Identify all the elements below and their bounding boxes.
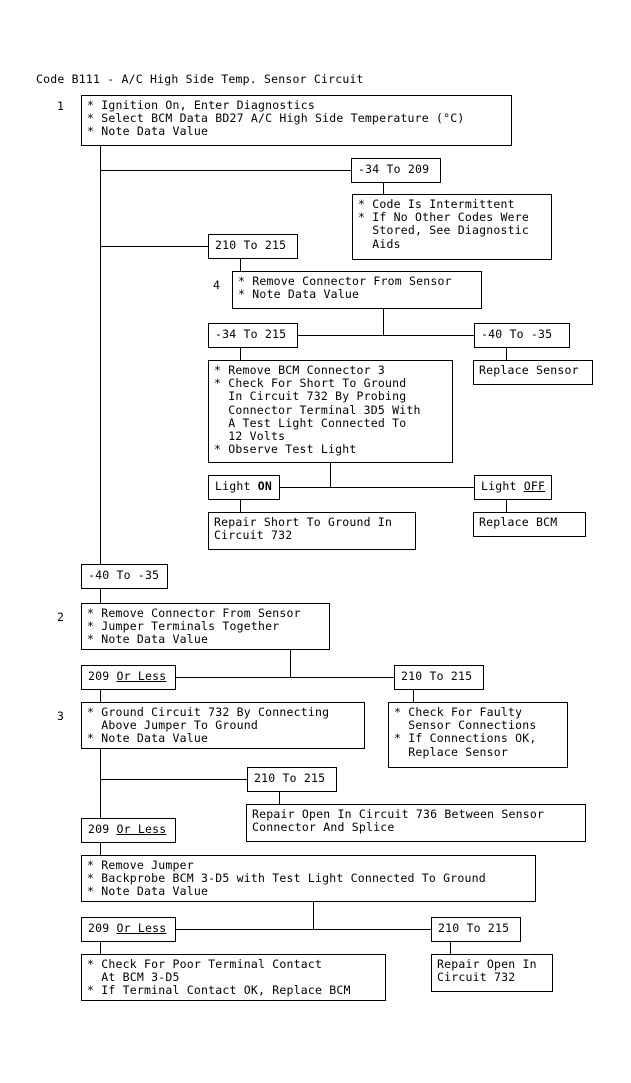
box-repair-short-732: Repair Short To Ground In Circuit 732 bbox=[208, 512, 416, 550]
light-on-emphasis: ON bbox=[257, 479, 272, 493]
box-replace-sensor: Replace Sensor bbox=[473, 360, 593, 385]
connector-final-split bbox=[100, 929, 431, 930]
box-replace-bcm: Replace BCM bbox=[473, 512, 586, 537]
light-on-prefix: Light bbox=[215, 479, 258, 493]
connector-210-215-c-down bbox=[279, 792, 280, 804]
connector-light-on-down bbox=[240, 500, 241, 512]
connector-step2-down bbox=[290, 650, 291, 677]
box-faulty-sensor-connections: * Check For Faulty Sensor Connections * … bbox=[388, 702, 568, 768]
box-repair-open-736: Repair Open In Circuit 736 Between Senso… bbox=[246, 804, 586, 842]
connector-m40-m35-a-down bbox=[506, 348, 507, 360]
range-209-c-emphasis: Or Less bbox=[116, 921, 167, 935]
connector-step3-right bbox=[100, 779, 247, 780]
box-code-intermittent: * Code Is Intermittent * If No Other Cod… bbox=[352, 194, 552, 260]
range-minus34-to-215: -34 To 215 bbox=[208, 323, 298, 348]
page-title: Code B111 - A/C High Side Temp. Sensor C… bbox=[36, 72, 364, 86]
connector-209-b-down bbox=[100, 843, 101, 855]
connector-light-off-down bbox=[506, 500, 507, 512]
connector-to-range-210-215-a bbox=[100, 246, 208, 247]
range-209-c-prefix: 209 bbox=[88, 921, 117, 935]
step-3-instructions: * Ground Circuit 732 By Connecting Above… bbox=[81, 702, 365, 749]
connector-210-215-a-down bbox=[240, 259, 241, 271]
range-209-b-prefix: 209 bbox=[88, 822, 117, 836]
step-number-2: 2 bbox=[57, 610, 64, 624]
light-off-emphasis: OFF bbox=[523, 479, 546, 493]
range-minus40-to-minus35-a: -40 To -35 bbox=[474, 323, 570, 348]
range-light-on: Light ON bbox=[208, 475, 280, 500]
box-repair-open-732: Repair Open In Circuit 732 bbox=[431, 954, 553, 992]
connector-210-215-b-down bbox=[413, 690, 414, 702]
range-210-to-215-c: 210 To 215 bbox=[247, 767, 337, 792]
range-minus40-to-minus35-b: -40 To -35 bbox=[81, 564, 168, 589]
connector-m34-215-down bbox=[240, 348, 241, 360]
box-bcm-short-check: * Remove BCM Connector 3 * Check For Sho… bbox=[208, 360, 453, 463]
connector-to-range-m34-209 bbox=[100, 170, 351, 171]
step-number-1: 1 bbox=[57, 99, 64, 113]
step-number-4: 4 bbox=[213, 278, 220, 292]
range-210-to-215-d: 210 To 215 bbox=[431, 917, 521, 942]
connector-m40-m35-b-down bbox=[100, 589, 101, 603]
step-number-3: 3 bbox=[57, 709, 64, 723]
spine-main bbox=[100, 146, 101, 565]
connector-step2-split bbox=[100, 677, 394, 678]
range-209-or-less-c: 209 Or Less bbox=[81, 917, 176, 942]
step-2-instructions: * Remove Connector From Sensor * Jumper … bbox=[81, 603, 330, 650]
range-209-a-prefix: 209 bbox=[88, 669, 117, 683]
box-poor-terminal-contact: * Check For Poor Terminal Contact At BCM… bbox=[81, 954, 386, 1001]
connector-step4-split bbox=[240, 335, 534, 336]
step-1-instructions: * Ignition On, Enter Diagnostics * Selec… bbox=[81, 95, 512, 146]
range-209-or-less-a: 209 Or Less bbox=[81, 665, 176, 690]
range-209-a-emphasis: Or Less bbox=[116, 669, 167, 683]
light-off-prefix: Light bbox=[481, 479, 524, 493]
connector-209-c-down bbox=[100, 942, 101, 954]
range-210-to-215-a: 210 To 215 bbox=[208, 234, 298, 259]
connector-bcmcheck-down bbox=[330, 463, 331, 487]
range-minus34-to-209: -34 To 209 bbox=[351, 158, 441, 183]
connector-light-split bbox=[240, 487, 506, 488]
range-209-b-emphasis: Or Less bbox=[116, 822, 167, 836]
connector-backprobe-down bbox=[313, 902, 314, 929]
connector-step4-down bbox=[383, 309, 384, 335]
range-210-to-215-b: 210 To 215 bbox=[394, 665, 484, 690]
connector-209-a-down bbox=[100, 690, 101, 702]
range-light-off: Light OFF bbox=[474, 475, 552, 500]
connector-m34-209-down bbox=[383, 183, 384, 194]
step-4-instructions: * Remove Connector From Sensor * Note Da… bbox=[232, 271, 482, 309]
connector-step3-down bbox=[100, 749, 101, 831]
connector-210-215-d-down bbox=[450, 942, 451, 954]
range-209-or-less-b: 209 Or Less bbox=[81, 818, 176, 843]
box-backprobe-instructions: * Remove Jumper * Backprobe BCM 3-D5 wit… bbox=[81, 855, 536, 902]
